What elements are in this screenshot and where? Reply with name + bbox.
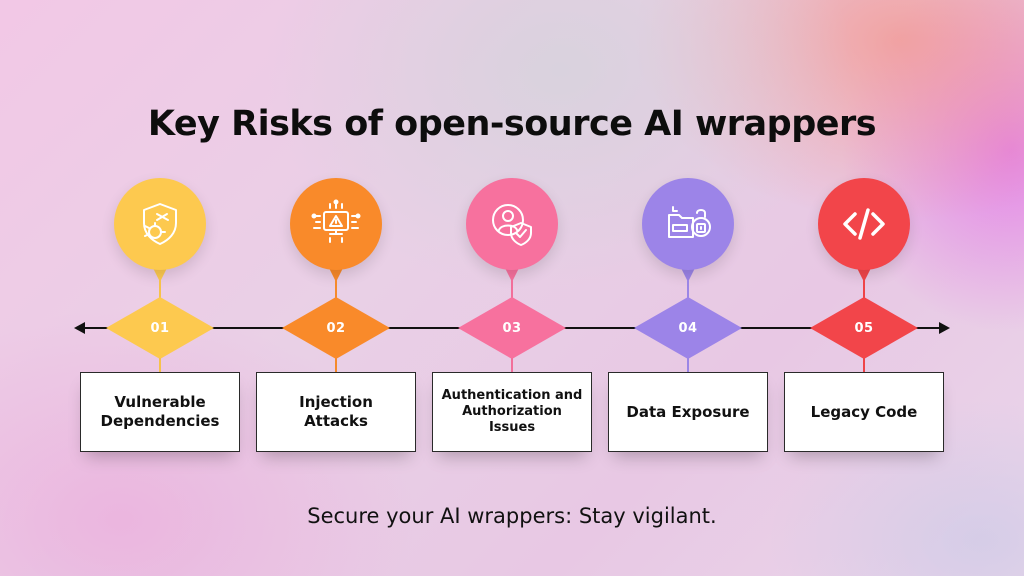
step-1-diamond: 01 [106, 297, 214, 359]
step-1-stem [159, 280, 161, 300]
step-1-number: 01 [150, 320, 170, 336]
step-4: 04 Data Exposure [608, 0, 768, 576]
step-3-number: 03 [502, 320, 522, 336]
step-3-circle [466, 178, 558, 270]
step-4-label: Data Exposure [626, 402, 750, 421]
step-5-stem-lower [863, 358, 865, 372]
step-2-card: Injection Attacks [256, 372, 416, 452]
step-1-label: Vulnerable Dependencies [100, 393, 220, 430]
user-shield-icon [487, 199, 537, 249]
step-3-card: Authentication and Authorization Issues [432, 372, 592, 452]
step-5: 05 Legacy Code [784, 0, 944, 576]
step-5-number: 05 [854, 320, 874, 336]
step-3-diamond: 03 [458, 297, 566, 359]
step-3-stem-lower [511, 358, 513, 372]
step-3: 03 Authentication and Authorization Issu… [432, 0, 592, 576]
step-2-stem [335, 280, 337, 300]
shield-bug-icon [135, 199, 185, 249]
step-5-label: Legacy Code [810, 402, 918, 421]
step-5-diamond: 05 [810, 297, 918, 359]
tagline: Secure your AI wrappers: Stay vigilant. [307, 504, 717, 528]
step-2-stem-lower [335, 358, 337, 372]
step-1-circle [114, 178, 206, 270]
timeline-arrow-left [74, 322, 85, 334]
step-1-stem-lower [159, 358, 161, 372]
code-icon [839, 199, 889, 249]
step-5-stem [863, 280, 865, 300]
step-4-card: Data Exposure [608, 372, 768, 452]
timeline-arrow-right [939, 322, 950, 334]
step-5-circle [818, 178, 910, 270]
page-title: Key Risks of open-source AI wrappers [147, 104, 877, 144]
step-4-diamond: 04 [634, 297, 742, 359]
step-3-label: Authentication and Authorization Issues [441, 388, 583, 435]
step-2-circle [290, 178, 382, 270]
warning-monitor-icon [310, 198, 362, 250]
step-4-circle [642, 178, 734, 270]
step-4-stem-lower [687, 358, 689, 372]
folder-lock-icon [663, 199, 713, 249]
step-4-stem [687, 280, 689, 300]
step-3-stem [511, 280, 513, 300]
step-1-card: Vulnerable Dependencies [80, 372, 240, 452]
step-2-diamond: 02 [282, 297, 390, 359]
step-2-number: 02 [326, 320, 346, 336]
step-1: 01 Vulnerable Dependencies [80, 0, 240, 576]
step-4-number: 04 [678, 320, 698, 336]
step-2: 02 Injection Attacks [256, 0, 416, 576]
step-5-card: Legacy Code [784, 372, 944, 452]
step-2-label: Injection Attacks [299, 393, 373, 430]
